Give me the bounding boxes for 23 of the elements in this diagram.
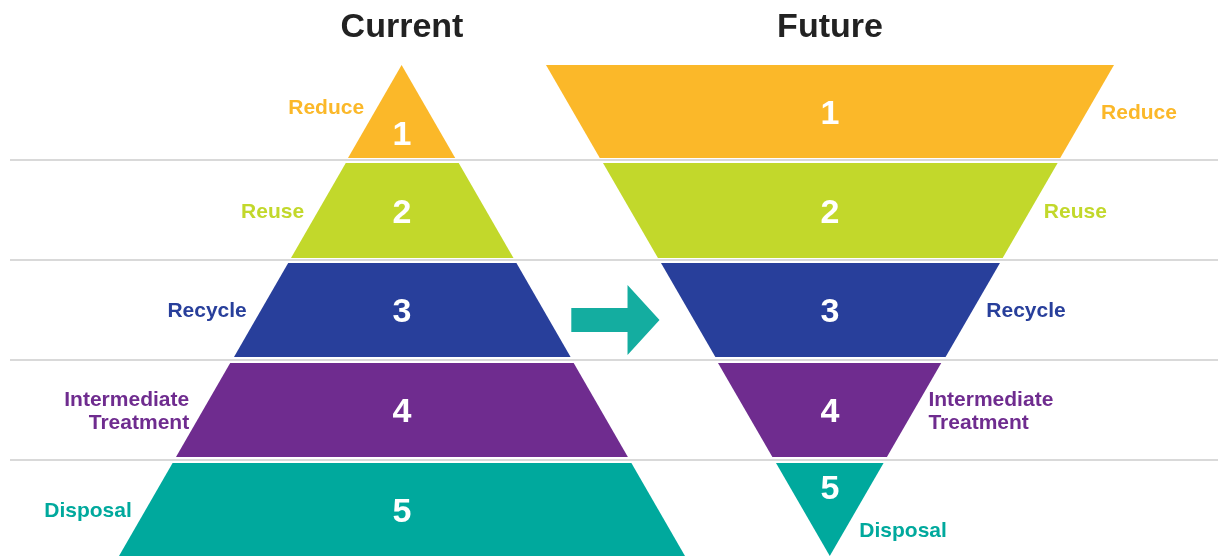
level-label: Intermediate Treatment [63, 387, 190, 434]
step-number: 4 [391, 393, 413, 427]
step-number: 3 [391, 293, 413, 327]
level-label: Reduce [1101, 99, 1178, 123]
step-number: 1 [391, 116, 413, 151]
step-number: 5 [819, 470, 841, 505]
level-label: Recycle [166, 298, 247, 322]
level-label: Disposal [859, 517, 948, 541]
level-label: Recycle [986, 298, 1067, 322]
step-number: 2 [391, 193, 413, 228]
level-label: Intermediate Treatment [928, 387, 1055, 434]
level-label: Reuse [240, 198, 305, 222]
level-label: Reduce [287, 94, 365, 118]
step-number: 4 [819, 393, 841, 427]
step-number: 2 [819, 193, 841, 228]
step-number: 3 [819, 293, 841, 327]
arrow [571, 285, 660, 355]
step-number: 1 [819, 94, 841, 129]
heading: Current [339, 6, 465, 45]
step-number: 5 [391, 492, 413, 527]
level-label: Reuse [1043, 198, 1108, 222]
heading: Future [776, 6, 884, 45]
level-label: Disposal [43, 497, 132, 521]
